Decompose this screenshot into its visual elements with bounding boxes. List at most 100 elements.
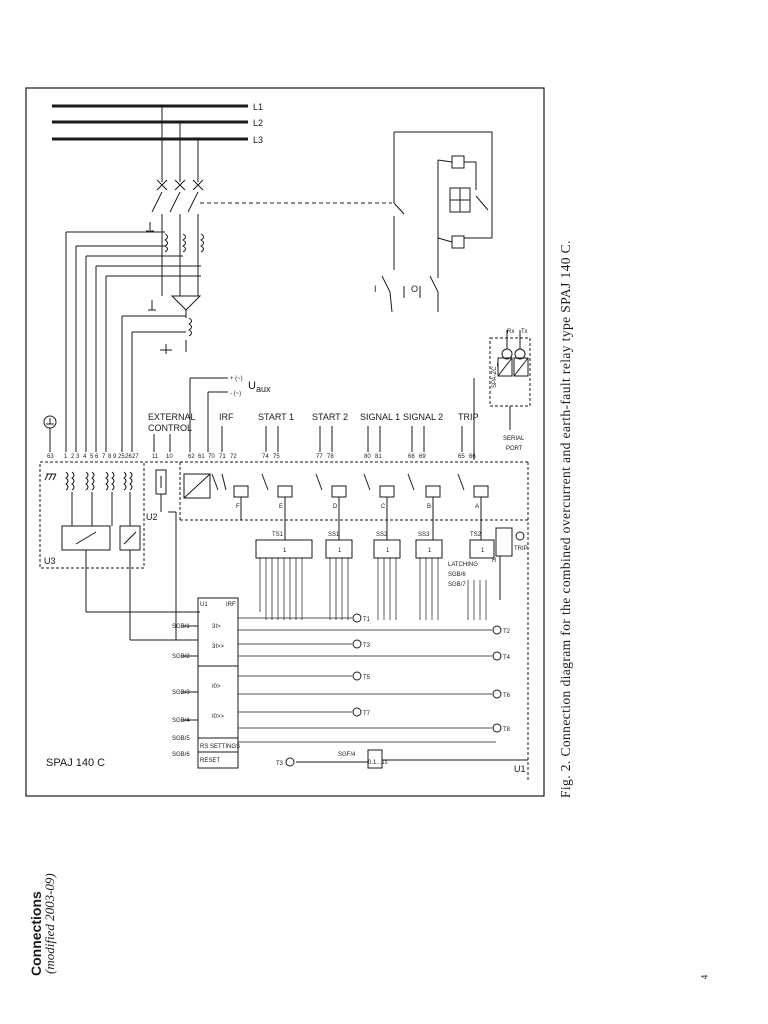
uaux-sub-label: aux (256, 384, 271, 394)
sgb2-label: SGB/2 (172, 654, 190, 660)
earth-63 (44, 473, 57, 481)
switch-label-i: I (374, 284, 377, 294)
terminal-10: 10 (166, 454, 173, 460)
block-ss2-one: 1 (386, 548, 390, 554)
protection-unit-u1 (176, 597, 528, 769)
uaux-label: U (248, 380, 256, 392)
terminal-61: 61 (198, 454, 205, 460)
sgb1-label: SGB/1 (172, 624, 190, 630)
relay-letter-e: E (279, 504, 283, 510)
terminal-69: 69 (419, 454, 426, 460)
terminal-row: 63 1 2 3 4 5 6 7 8 9 25 26 27 11 10 62 6… (47, 454, 476, 460)
group-start1: START 1 (258, 412, 294, 422)
circuit-breaker (146, 106, 392, 296)
relay-letter-f: F (236, 504, 240, 510)
block-ss1-one: 1 (338, 548, 342, 554)
aux-converter (179, 462, 528, 521)
trip-led-label: TRIP (514, 546, 528, 552)
logic-block-labels: TS1 SS1 SS2 SS3 TS2 1 1 1 1 1 TRIP LATCH… (272, 532, 528, 588)
sgb7-label: SGB/7 (448, 582, 466, 588)
t-output-labels: T1 T2 T3 T4 T5 T6 T7 T8 T3 (276, 617, 511, 767)
relay-letter-b: B (427, 504, 431, 510)
diagram-frame (25, 87, 545, 797)
sgb3-label: SGB/3 (172, 690, 190, 696)
group-trip: TRIP (458, 412, 479, 422)
label-l3: L3 (253, 135, 263, 145)
group-signal1: SIGNAL 1 (360, 412, 400, 422)
figure-caption: Fig. 2. Connection diagram for the combi… (558, 240, 573, 798)
terminal-70: 70 (208, 454, 215, 460)
device-label: SPAJ 140 C (46, 757, 105, 769)
core-balance-ct (121, 295, 202, 452)
terminal-63: 63 (47, 454, 54, 460)
switch-matrix (259, 558, 487, 620)
stage-3ii: 3I>> (212, 644, 225, 650)
terminal-68: 68 (408, 454, 415, 460)
output-t7: T7 (363, 711, 371, 717)
sgb6-label: SGB/6 (448, 572, 466, 578)
terminal-4: 4 (83, 454, 87, 460)
block-ss3-one: 1 (428, 548, 432, 554)
reset-label: RESET (200, 758, 220, 764)
terminal-26: 26 (125, 454, 132, 460)
input-module-u3 (39, 461, 200, 641)
output-t3: T3 (363, 643, 371, 649)
t-output-lamps (285, 613, 502, 767)
terminal-75: 75 (273, 454, 280, 460)
block-ss1: SS1 (328, 532, 340, 538)
terminal-66: 66 (469, 454, 476, 460)
earth-terminal-symbol (43, 415, 57, 452)
group-irf: IRF (219, 412, 234, 422)
t-output-rows (238, 617, 496, 743)
relay-letters: F E D C B A (236, 504, 479, 510)
terminal-74: 74 (262, 454, 269, 460)
breaker-control-circuit (381, 131, 493, 313)
block-ts2: TS2 (470, 532, 482, 538)
aux-minus-label: - (~) (230, 391, 241, 397)
terminal-78: 78 (327, 454, 334, 460)
terminal-65: 65 (458, 454, 465, 460)
aux-plus-label: + (~) (230, 376, 243, 382)
output-t8: T8 (503, 727, 511, 733)
terminal-9: 9 (113, 454, 117, 460)
output-t2: T2 (503, 629, 511, 635)
label-l1: L1 (253, 102, 263, 112)
block-ts1: TS1 (272, 532, 284, 538)
busbars (52, 104, 248, 141)
sgb4-label: SGB/4 (172, 718, 190, 724)
page-number: 4 (699, 974, 710, 980)
terminal-72: 72 (230, 454, 237, 460)
figure-caption-wrap: Fig. 2. Connection diagram for the combi… (558, 0, 578, 1024)
aux-supply (189, 377, 228, 452)
serial-port-module (473, 330, 531, 460)
block-ss2: SS2 (376, 532, 388, 538)
unit-u2-label: U2 (146, 512, 158, 522)
output-t4: T4 (503, 655, 511, 661)
terminal-5: 5 (90, 454, 94, 460)
relay-letter-c: C (381, 504, 386, 510)
relay-letter-d: D (333, 504, 338, 510)
stage-i0: I0> (212, 684, 221, 690)
terminal-27: 27 (132, 454, 139, 460)
block-ts1-one: 1 (283, 548, 287, 554)
unit-u1-label: U1 (200, 602, 208, 608)
irf-small-label: IRF (226, 602, 236, 608)
terminal-8: 8 (108, 454, 112, 460)
external-control-input (155, 469, 177, 640)
serial-port-label-2: PORT (506, 446, 523, 452)
terminal-81: 81 (375, 454, 382, 460)
switch-label-o: O (411, 284, 418, 294)
terminal-25: 25 (118, 454, 125, 460)
terminal-6: 6 (95, 454, 99, 460)
terminal-1: 1 (64, 454, 68, 460)
group-signal2: SIGNAL 2 (403, 412, 443, 422)
sgb6-left-label: SGB/6 (172, 752, 190, 758)
terminal-11: 11 (152, 454, 159, 460)
terminal-80: 80 (364, 454, 371, 460)
group-external-control-1: EXTERNAL (148, 412, 196, 422)
terminal-2: 2 (71, 454, 75, 460)
unit-u1-corner-label: U1 (514, 764, 526, 774)
output-t1: T1 (363, 617, 371, 623)
r-label: R (492, 558, 497, 564)
sgb5-label: SGB/5 (172, 736, 190, 742)
